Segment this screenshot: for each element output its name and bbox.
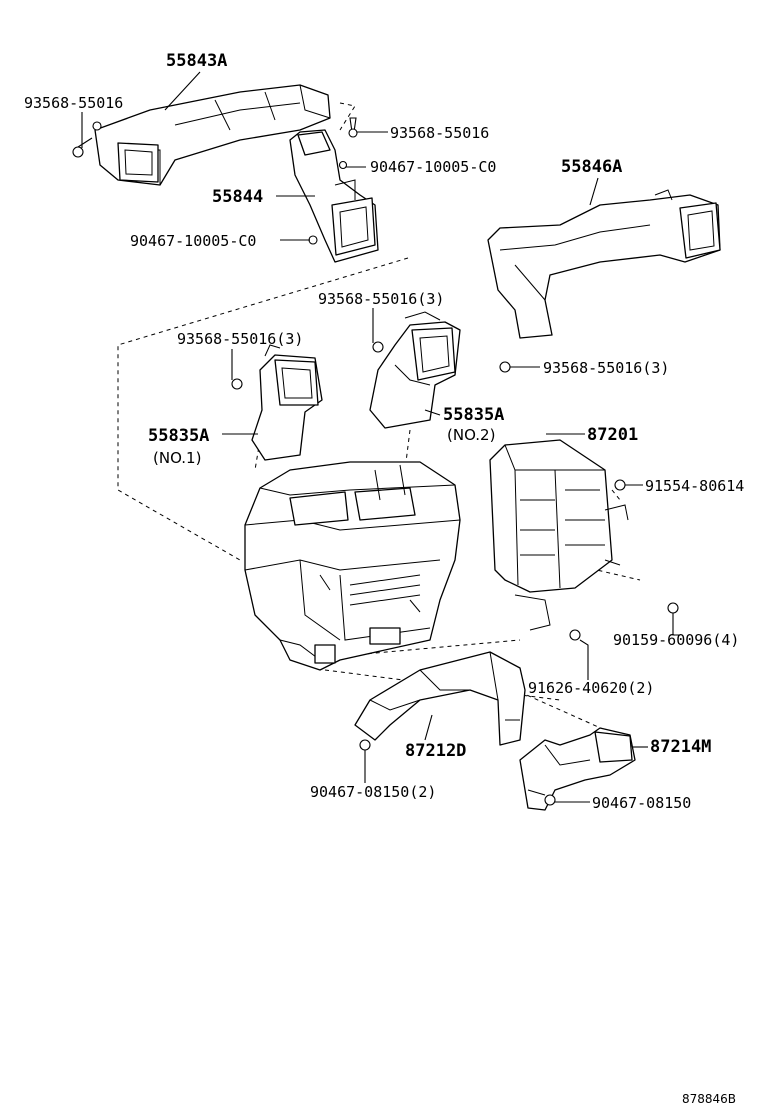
duct-55844 [289, 129, 379, 263]
screw-icon [569, 629, 581, 641]
box-87201 [489, 439, 629, 631]
heater-unit [244, 461, 461, 671]
duct-55835A-no2 [369, 311, 461, 429]
label-55846A: 55846A [561, 157, 622, 177]
duct-55835A-no1 [251, 344, 323, 461]
fasteners [72, 117, 679, 806]
label-93568-tr: 93568-55016 [390, 124, 489, 142]
duct-55843A [94, 84, 331, 186]
leader-lines [81, 71, 680, 803]
duct-87212D [354, 651, 526, 746]
label-93568-3-right: 93568-55016(3) [543, 359, 669, 377]
diagram-id: 878846B [682, 1092, 736, 1106]
label-55844: 55844 [212, 187, 263, 207]
label-90467-08150: 90467-08150 [592, 794, 691, 812]
label-87214M: 87214M [650, 737, 711, 757]
screw-icon [231, 378, 243, 390]
screw-icon [614, 479, 626, 491]
screw-icon [92, 121, 102, 131]
screw-icon [308, 235, 318, 245]
screw-icon [348, 117, 358, 138]
label-91554: 91554-80614 [645, 477, 744, 495]
label-90467-c0-left: 90467-10005-C0 [130, 232, 256, 250]
label-no2: (NO.2) [447, 426, 495, 444]
label-55843A: 55843A [166, 51, 227, 71]
label-91626: 91626-40620(2) [528, 679, 654, 697]
screw-icon [72, 137, 93, 158]
label-no1: (NO.1) [153, 449, 201, 467]
label-93568-3-left: 93568-55016(3) [177, 330, 303, 348]
label-55835A-no2: 55835A [443, 405, 504, 425]
label-87201: 87201 [587, 425, 638, 445]
part-labels: 55843A 93568-55016 93568-55016 90467-100… [24, 51, 744, 1106]
label-87212D: 87212D [405, 741, 466, 761]
screw-icon [372, 341, 384, 353]
duct-87214M [519, 727, 636, 811]
label-93568-3-center: 93568-55016(3) [318, 290, 444, 308]
screw-icon [499, 361, 511, 373]
screw-icon [338, 160, 348, 170]
label-90159: 90159-60096(4) [613, 631, 739, 649]
duct-55846A [487, 189, 721, 339]
label-55835A-no1: 55835A [148, 426, 209, 446]
screw-icon [667, 602, 679, 614]
label-93568-tl: 93568-55016 [24, 94, 123, 112]
label-90467-c0-top: 90467-10005-C0 [370, 158, 496, 176]
label-90467-08150-2: 90467-08150(2) [310, 783, 436, 801]
screw-icon [359, 739, 371, 751]
screw-icon [544, 794, 556, 806]
